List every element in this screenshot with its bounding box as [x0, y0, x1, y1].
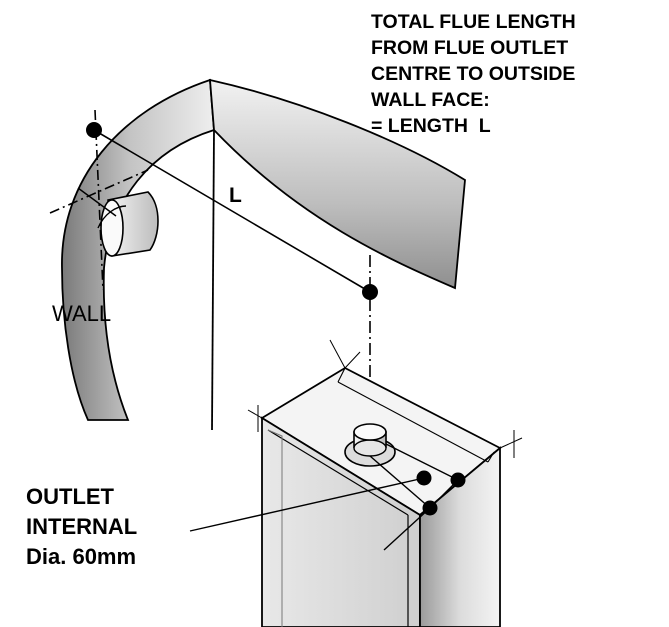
outlet-label-line-1: OUTLET: [26, 484, 114, 509]
outlet-diameter-dimension: [189, 443, 466, 551]
outlet-label-line-3: Dia. 60mm: [26, 544, 137, 569]
wall-label: WALL: [52, 301, 112, 326]
boiler-casing: [247, 339, 523, 627]
dimension-point-2: [450, 472, 466, 488]
flue-elbow-centre-point: [362, 284, 378, 300]
outlet-diameter-label: OUTLET INTERNAL Dia. 60mm: [26, 482, 137, 572]
outlet-label-line-2: INTERNAL: [26, 514, 138, 539]
length-dimension: [86, 122, 378, 440]
note-line-5: = LENGTH L: [371, 115, 491, 137]
note-line-1: TOTAL FLUE LENGTH: [371, 11, 576, 33]
length-label: L: [229, 184, 242, 207]
note-line-2: FROM FLUE OUTLET: [371, 37, 569, 59]
flue-terminal: [49, 109, 159, 291]
note-line-3: CENTRE TO OUTSIDE: [371, 63, 576, 85]
note-line-4: WALL FACE:: [371, 89, 490, 111]
total-flue-length-note: TOTAL FLUE LENGTH FROM FLUE OUTLET CENTR…: [371, 9, 576, 139]
flue-terminal-centre-point: [86, 122, 102, 138]
flue-outlet: [344, 423, 396, 467]
